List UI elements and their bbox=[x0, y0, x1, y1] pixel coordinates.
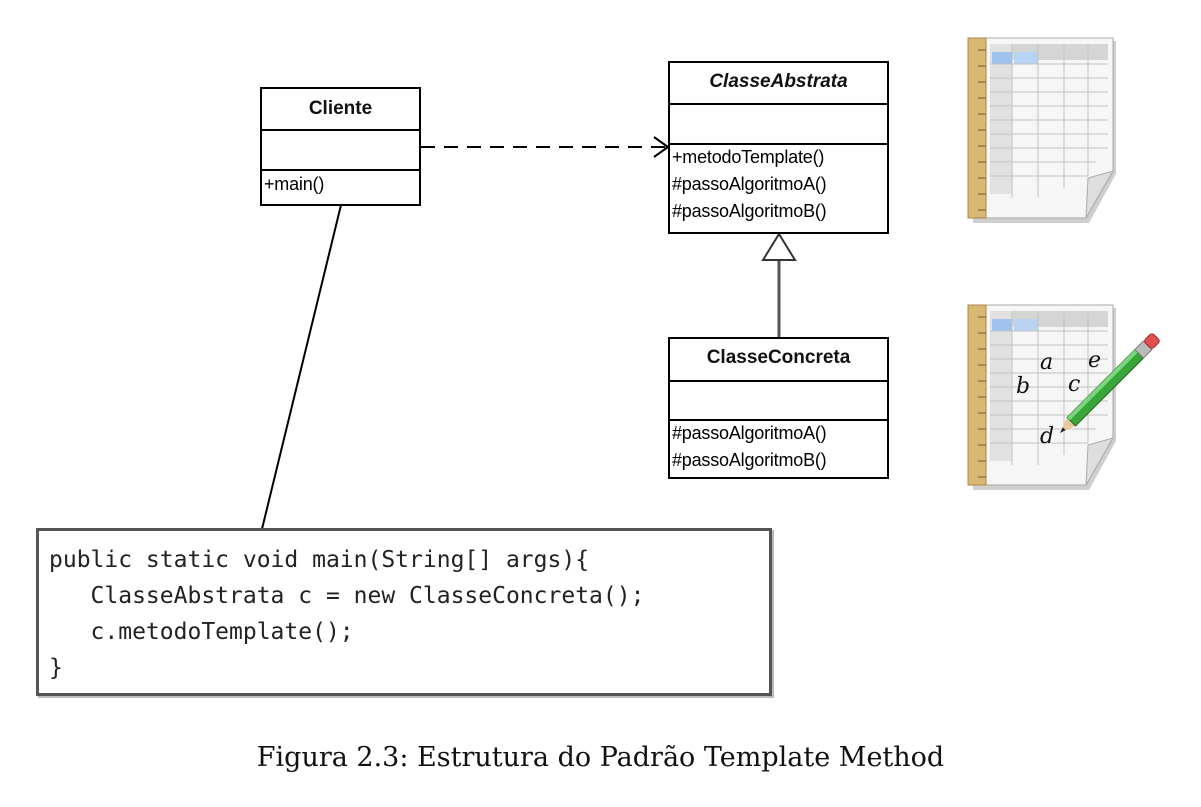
operation-main: +main() bbox=[264, 174, 325, 194]
code-line: ClasseAbstrata c = new ClasseConcreta(); bbox=[49, 583, 645, 609]
class-classe-concreta-name: ClasseConcreta bbox=[706, 347, 851, 368]
class-cliente-name: Cliente bbox=[308, 98, 373, 119]
class-classe-concreta[interactable]: ClasseConcreta #passoAlgoritmoA() #passo… bbox=[668, 337, 889, 479]
code-line: c.metodoTemplate(); bbox=[49, 619, 354, 645]
code-note: public static void main(String[] args){ … bbox=[36, 528, 772, 696]
operation-metodo-template: +metodoTemplate() bbox=[672, 147, 825, 167]
class-classe-abstrata-operations: +metodoTemplate() #passoAlgoritmoA() #pa… bbox=[670, 143, 887, 232]
class-classe-abstrata[interactable]: ClasseAbstrata +metodoTemplate() #passoA… bbox=[668, 61, 889, 234]
class-classe-concreta-attributes bbox=[670, 380, 887, 420]
cell-letter-a: a bbox=[1040, 350, 1053, 375]
code-line: } bbox=[49, 655, 63, 681]
pencil-icon bbox=[1060, 333, 1160, 433]
spreadsheet-edit-icon: a e b c d bbox=[967, 304, 1160, 490]
cell-letter-b: b bbox=[1016, 374, 1030, 399]
cell-letter-d: d bbox=[1040, 424, 1054, 449]
class-cliente-operations: +main() bbox=[262, 169, 419, 204]
class-cliente[interactable]: Cliente +main() bbox=[260, 87, 421, 206]
operation-passo-algoritmo-a: #passoAlgoritmoA() bbox=[672, 174, 827, 194]
code-line: public static void main(String[] args){ bbox=[49, 547, 590, 573]
class-classe-concreta-operations: #passoAlgoritmoA() #passoAlgoritmoB() bbox=[670, 419, 887, 477]
operation-passo-algoritmo-b: #passoAlgoritmoB() bbox=[672, 201, 827, 221]
cell-letter-e: e bbox=[1088, 348, 1101, 373]
note-link-line bbox=[261, 204, 342, 530]
class-classe-abstrata-name: ClasseAbstrata bbox=[709, 71, 848, 92]
class-cliente-attributes bbox=[262, 129, 419, 170]
spreadsheet-template-icon bbox=[967, 37, 1116, 223]
class-classe-abstrata-attributes bbox=[670, 103, 887, 144]
operation-passo-algoritmo-b: #passoAlgoritmoB() bbox=[672, 450, 827, 470]
generalization-arrowhead bbox=[761, 232, 797, 261]
operation-passo-algoritmo-a: #passoAlgoritmoA() bbox=[672, 423, 827, 443]
figure-caption: Figura 2.3: Estrutura do Padrão Template… bbox=[256, 742, 945, 773]
cell-letter-c: c bbox=[1068, 372, 1080, 397]
